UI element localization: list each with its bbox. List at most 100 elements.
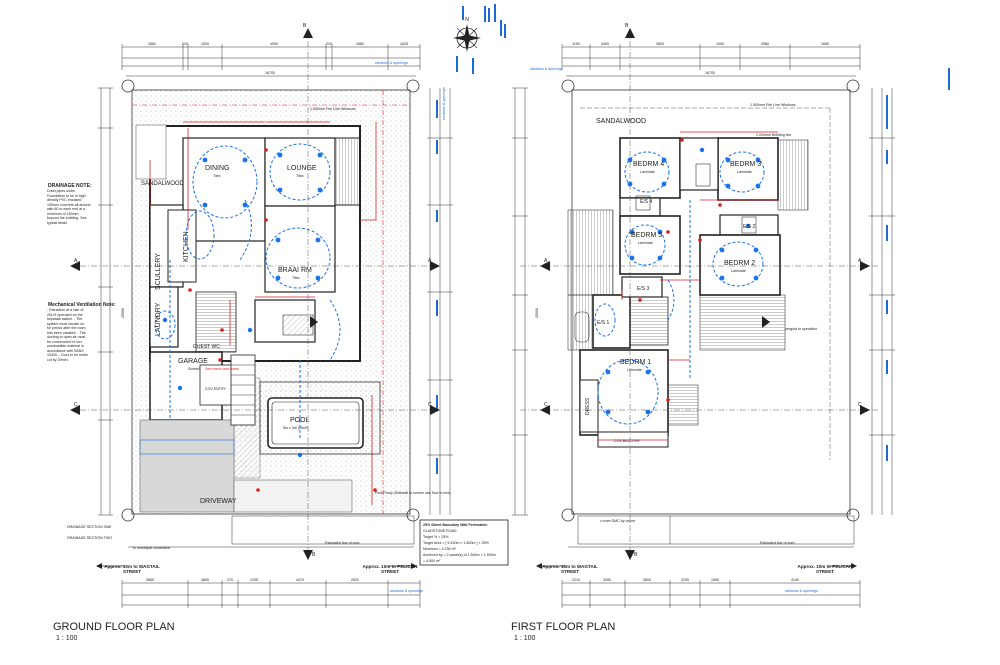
- svg-text:Laminate: Laminate: [627, 368, 642, 372]
- first-building-line-label: 2.000mm Building line: [756, 133, 791, 137]
- first-fire-line-label: 1.500mm Fire Line Windows: [750, 103, 796, 107]
- room-lounge: LOUNGE: [287, 165, 317, 172]
- ground-bottom-dim-labels: 3860 4800 270 1255 4470 2520: [146, 578, 359, 582]
- ground-switch-points: [188, 148, 377, 492]
- first-approx-left: Approx. 10m to WAGTAIL STREET: [542, 564, 598, 574]
- drainage-note: DRAINAGE NOTE: Drain pipes under Foundat…: [47, 183, 92, 225]
- ground-bottom-dimensions: [121, 580, 421, 608]
- svg-text:A: A: [544, 258, 548, 264]
- first-room-labels: BEDRM 4 Laminate BEDRM 3 Laminate BEDRM …: [597, 161, 761, 443]
- svg-text:1950: 1950: [716, 42, 724, 46]
- svg-text:1550: 1550: [711, 578, 719, 582]
- ground-grid-lines: [80, 30, 440, 560]
- room-scullery: SCULLERY: [155, 253, 162, 290]
- first-top-dimensions: [561, 44, 861, 77]
- pergola-note: pergola to specialist: [785, 327, 817, 331]
- svg-text:B: B: [312, 552, 316, 558]
- first-street: Estimated line of curb Approx. 10m to WA…: [536, 515, 857, 574]
- drainage-section-two: DRAINAGE SECTION TWO: [67, 536, 112, 540]
- svg-text:2680: 2680: [356, 42, 364, 46]
- mechanical-ventilation-note: Mechanical Ventilation Note: - Extractio…: [47, 302, 116, 362]
- permeable-wall-box: 25% Street Boundary Wall Permeable: GLAD…: [419, 519, 509, 566]
- first-top-dim-labels: 1150 3400 3500 1950 2580 1680 16700: [572, 42, 829, 75]
- first-floor-plan: 1150 3400 3500 1950 2580 1680 16700 wind…: [511, 23, 950, 642]
- svg-text:A: A: [74, 258, 78, 264]
- ground-plan-scale: 1 : 100: [56, 635, 78, 642]
- svg-text:Tiles: Tiles: [296, 174, 304, 178]
- ground-room-labels: DINING Tiles LOUNGE Tiles BRAAI RM Tiles…: [141, 165, 317, 505]
- svg-text:Target Area = [ 5.430m × 1.800: Target Area = [ 5.430m × 1.800m ] × 25%: [423, 541, 490, 545]
- estate-first: SANDALWOOD: [596, 118, 646, 125]
- svg-text:4425: 4425: [400, 42, 408, 46]
- first-plan-title: FIRST FLOOR PLAN: [511, 621, 615, 633]
- pool-pump-note: Pool Pump (Sidewall to screen rain flow …: [375, 491, 451, 495]
- svg-text:4140: 4140: [791, 578, 799, 582]
- first-estimated-curb: Estimated line of curb: [760, 541, 795, 545]
- svg-text:Screed: Screed: [188, 367, 199, 371]
- room-es-2: E/S 2: [743, 224, 755, 230]
- svg-text:220: 220: [182, 42, 188, 46]
- svg-text:C: C: [544, 402, 548, 408]
- ground-windows-openings-top: windows & openings: [375, 61, 408, 65]
- svg-text:Minimum = 4.230 m²: Minimum = 4.230 m²: [423, 547, 457, 551]
- svg-text:1530: 1530: [201, 42, 209, 46]
- ground-lighting-layout: [154, 143, 341, 440]
- svg-text:C: C: [428, 402, 432, 408]
- room-guest-wc: GUEST WC: [193, 344, 220, 350]
- room-bedrm-3: BEDRM 3: [730, 161, 761, 168]
- svg-text:A: A: [428, 258, 432, 264]
- room-garage: GARAGE: [178, 358, 208, 365]
- first-dmc-note: x.xmm DMC by owner: [600, 519, 636, 523]
- drainage-section-one: DRAINAGE SECTION ONE: [67, 525, 112, 529]
- room-driveway: DRIVEWAY: [200, 498, 237, 505]
- ground-approx-right: Approx. 10m to PELICAN STREET: [362, 564, 418, 574]
- svg-text:2520: 2520: [351, 578, 359, 582]
- ground-stairs: [230, 354, 256, 426]
- ground-approx-left: Approx. 10m to WAGTAIL STREET: [104, 564, 160, 574]
- driveway: [139, 419, 353, 513]
- first-left-dimensions: [512, 87, 528, 516]
- svg-text:3860: 3860: [146, 578, 154, 582]
- svg-text:Laminate: Laminate: [731, 269, 746, 273]
- svg-text:A: A: [858, 258, 862, 264]
- first-side-dim: 25000: [535, 308, 539, 318]
- first-site-boundary: 1.500mm Fire Line Windows 2.000mm Buildi…: [561, 79, 860, 522]
- svg-text:1210: 1210: [572, 578, 580, 582]
- room-pool: POOL: [290, 417, 310, 424]
- first-windows-openings-bottom: windows & openings: [785, 589, 818, 593]
- room-dining: DINING: [205, 165, 230, 172]
- first-switch-points: [638, 138, 722, 402]
- first-approx-right: Approx. 10m to PELICAN STREET: [797, 564, 853, 574]
- room-dress: DRESS: [585, 397, 591, 415]
- pool-area: [259, 381, 381, 455]
- ground-windows-openings-bottom: windows & openings: [390, 589, 423, 593]
- svg-text:25% Street Boundary Wall Perme: 25% Street Boundary Wall Permeable:: [423, 523, 488, 527]
- svg-text:4800: 4800: [201, 578, 209, 582]
- svg-text:C: C: [74, 402, 78, 408]
- svg-text:Laminate: Laminate: [638, 241, 653, 245]
- ground-grid-markers: A A C C B B: [70, 23, 440, 560]
- first-grid-markers: A A C C B B: [540, 23, 870, 560]
- svg-text:3500: 3500: [656, 42, 664, 46]
- ground-street: Estimated line of curb To municipal conn…: [67, 515, 418, 574]
- ground-light-points: [162, 152, 323, 458]
- svg-text:4900: 4900: [270, 42, 278, 46]
- svg-text:2200: 2200: [681, 578, 689, 582]
- room-kitchen: KITCHEN: [183, 231, 190, 262]
- svg-text:5m x 3m (15m²): 5m x 3m (15m²): [283, 426, 308, 430]
- room-es-3: E/S 3: [637, 286, 649, 292]
- first-plan-scale: 1 : 100: [514, 635, 536, 642]
- svg-text:Laminate: Laminate: [737, 170, 752, 174]
- svg-text:1150: 1150: [572, 42, 580, 46]
- svg-text:16700: 16700: [705, 71, 715, 75]
- ground-top-dim-labels: 2860 220 1530 4900 220 2680 4425 16700: [148, 42, 408, 75]
- svg-text:16700: 16700: [265, 71, 275, 75]
- svg-text:3800: 3800: [643, 578, 651, 582]
- ground-plan-title: GROUND FLOOR PLAN: [53, 621, 175, 633]
- svg-text:GLADSTONE ROAD: GLADSTONE ROAD: [423, 529, 457, 533]
- svg-text:2580: 2580: [761, 42, 769, 46]
- svg-text:Mechanical Ventilation Note:: Mechanical Ventilation Note:: [48, 302, 116, 308]
- north-label: N: [465, 17, 469, 23]
- svg-text:3280: 3280: [603, 578, 611, 582]
- room-laundry: LAUNDRY: [155, 302, 162, 336]
